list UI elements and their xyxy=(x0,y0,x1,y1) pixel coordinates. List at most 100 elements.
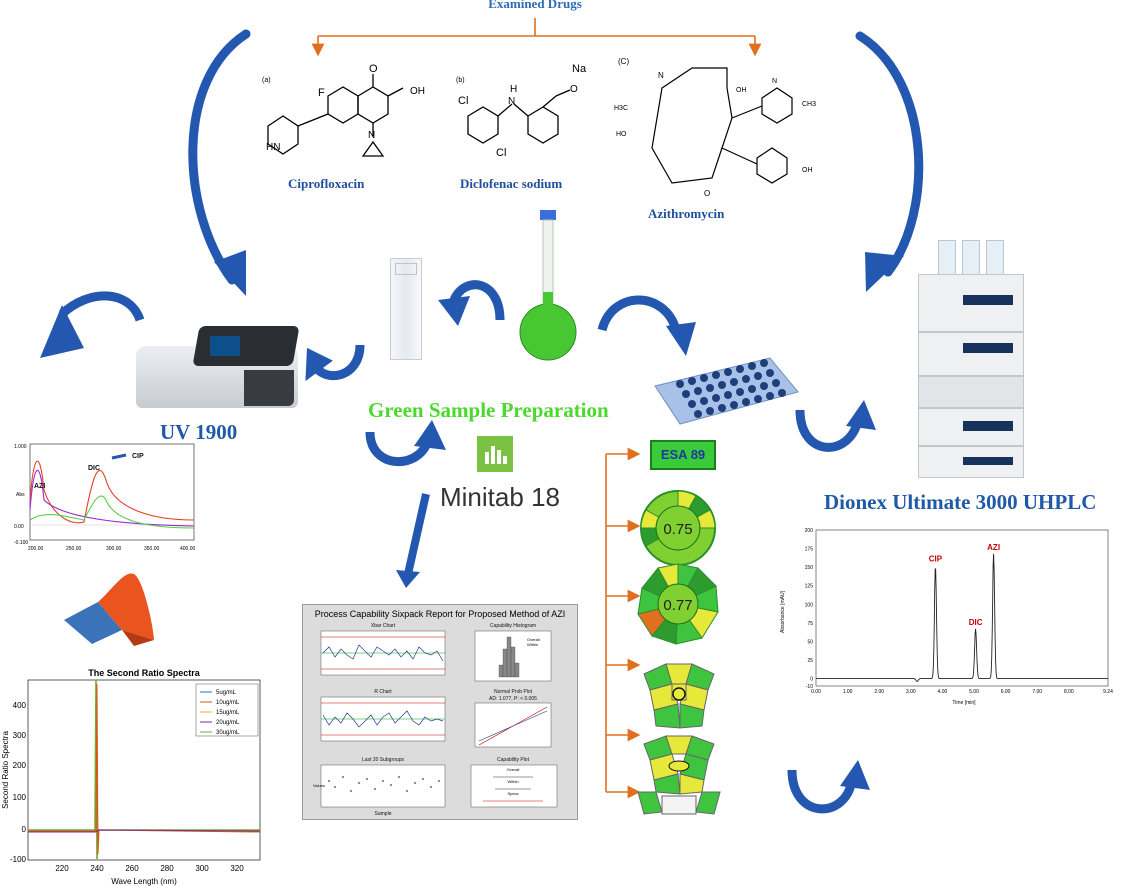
uhplc-chromatogram: Absorbance [mAU] Time [min] 200175150125… xyxy=(780,528,1113,706)
svg-text:Time [min]: Time [min] xyxy=(952,700,976,706)
chrom-x-tick: 0.00 xyxy=(811,689,821,695)
chrom-y-tick: -10 xyxy=(806,684,813,690)
svg-text:CH3: CH3 xyxy=(802,101,816,108)
svg-text:N: N xyxy=(368,130,375,141)
svg-text:Overall: Overall xyxy=(507,767,520,772)
svg-text:260: 260 xyxy=(125,864,139,873)
uv-overlay-spectra: AZI DIC CIP 1.000 0.00 -0.100 Abs 200.00… xyxy=(14,443,196,552)
svg-text:Overall: Overall xyxy=(527,637,540,642)
svg-text:Sample: Sample xyxy=(375,811,392,817)
capability-sixpack-report: Process Capability Sixpack Report for Pr… xyxy=(302,604,578,820)
chrom-trace xyxy=(816,553,1108,682)
ratio-legend: 5ug/mL 10ug/mL 15ug/mL 20ug/mL 30ug/mL xyxy=(195,683,259,737)
svg-text:OH: OH xyxy=(410,86,425,97)
svg-text:Specs: Specs xyxy=(507,791,518,796)
svg-text:F: F xyxy=(318,87,325,99)
chrom-y-tick: 100 xyxy=(805,602,814,608)
svg-text:Within: Within xyxy=(527,642,538,647)
chrom-x-tick: 8.00 xyxy=(1064,689,1074,695)
svg-text:OH: OH xyxy=(802,167,813,174)
svg-text:O: O xyxy=(570,84,578,95)
green-sample-preparation-label: Green Sample Preparation xyxy=(368,398,609,422)
svg-text:Cl: Cl xyxy=(458,95,468,107)
peak-label-azi: AZI xyxy=(987,543,1000,552)
svg-text:-100: -100 xyxy=(10,855,27,864)
svg-text:280: 280 xyxy=(160,864,174,873)
svg-text:Capability Histogram: Capability Histogram xyxy=(490,623,536,629)
svg-text:AZI: AZI xyxy=(34,483,45,490)
svg-text:0.77: 0.77 xyxy=(663,597,692,614)
minitab-label: Minitab 18 xyxy=(440,482,560,512)
arrow-left-large xyxy=(188,29,251,285)
svg-text:The Second Ratio Spectra: The Second Ratio Spectra xyxy=(88,668,201,678)
svg-text:Na: Na xyxy=(572,63,587,75)
chrom-y-tick: 50 xyxy=(807,639,813,645)
svg-text:Abs: Abs xyxy=(16,492,25,498)
uhplc-label: Dionex Ultimate 3000 UHPLC xyxy=(824,490,1097,514)
chrom-y-tick: 200 xyxy=(805,528,814,534)
peak-label-dic: DIC xyxy=(969,618,983,627)
chrom-x-tick: 2.00 xyxy=(874,689,884,695)
svg-text:-0.100: -0.100 xyxy=(14,540,28,546)
svg-text:400: 400 xyxy=(13,701,27,710)
vial-rack-image xyxy=(654,357,799,425)
svg-text:30ug/mL: 30ug/mL xyxy=(216,730,240,736)
svg-text:N: N xyxy=(658,71,664,80)
minitab-logo xyxy=(477,436,513,472)
chrom-y-tick: 150 xyxy=(805,565,814,571)
svg-text:AD: 1.077, P: < 0.005: AD: 1.077, P: < 0.005 xyxy=(489,696,537,702)
drug-name-diclofenac: Diclofenac sodium xyxy=(460,176,563,191)
svg-text:200.00: 200.00 xyxy=(28,546,44,552)
svg-text:10ug/mL: 10ug/mL xyxy=(216,700,240,706)
svg-text:Xbar Chart: Xbar Chart xyxy=(371,623,396,629)
svg-text:O: O xyxy=(369,63,378,75)
svg-text:200: 200 xyxy=(13,761,27,770)
svg-text:Last 20 Subgroups: Last 20 Subgroups xyxy=(362,757,404,763)
svg-text:O: O xyxy=(704,189,710,198)
svg-text:350.00: 350.00 xyxy=(144,546,160,552)
svg-text:N: N xyxy=(772,78,777,85)
chrom-x-tick: 1.00 xyxy=(843,689,853,695)
svg-text:DIC: DIC xyxy=(88,465,100,472)
gapi-pictogram-1 xyxy=(643,663,715,729)
svg-text:300: 300 xyxy=(13,731,27,740)
svg-text:OH: OH xyxy=(736,87,747,94)
svg-text:R Chart: R Chart xyxy=(374,689,392,695)
drugs-bracket xyxy=(311,18,762,57)
svg-text:Within: Within xyxy=(507,779,518,784)
svg-text:Capability Plot: Capability Plot xyxy=(497,757,530,763)
examined-drugs-title: Examined Drugs xyxy=(488,0,582,11)
svg-text:(a): (a) xyxy=(262,77,271,84)
chrom-x-tick: 6.00 xyxy=(1001,689,1011,695)
volumetric-flask-image xyxy=(519,210,577,361)
arrow-right-large xyxy=(855,31,924,277)
cuvette-image xyxy=(390,258,422,360)
peak-label-cip: CIP xyxy=(929,555,943,564)
svg-text:5ug/mL: 5ug/mL xyxy=(216,690,237,696)
svg-text:240: 240 xyxy=(90,864,104,873)
sixpack-title: Process Capability Sixpack Report for Pr… xyxy=(314,609,566,619)
svg-text:H: H xyxy=(510,84,517,95)
svg-text:0: 0 xyxy=(22,825,27,834)
svg-text:320: 320 xyxy=(230,864,244,873)
chrom-y-tick: 125 xyxy=(805,584,814,590)
svg-text:0.00: 0.00 xyxy=(14,524,24,530)
drug-name-ciprofloxacin: Ciprofloxacin xyxy=(288,176,365,191)
uv-spectrophotometer-image xyxy=(136,316,300,412)
svg-text:CIP: CIP xyxy=(132,453,144,460)
uhplc-instrument-image xyxy=(918,240,1024,478)
small-arrows xyxy=(40,280,876,814)
svg-text:HN: HN xyxy=(266,142,280,153)
svg-text:(b): (b) xyxy=(456,77,465,84)
drug-name-azithromycin: Azithromycin xyxy=(648,206,725,221)
svg-text:Absorbance [mAU]: Absorbance [mAU] xyxy=(780,590,786,633)
agree-pictogram-1: 0.75 xyxy=(640,490,716,566)
complex-gapi-pictogram xyxy=(637,735,721,815)
chrom-y-tick: 25 xyxy=(807,658,813,664)
chrom-x-tick: 4.00 xyxy=(938,689,948,695)
chrom-x-tick: 3.00 xyxy=(906,689,916,695)
chrom-x-tick: 9.24 xyxy=(1103,689,1113,695)
ciprofloxacin-structure: (a) F O OH HN N xyxy=(262,63,425,157)
svg-text:HO: HO xyxy=(616,131,627,138)
